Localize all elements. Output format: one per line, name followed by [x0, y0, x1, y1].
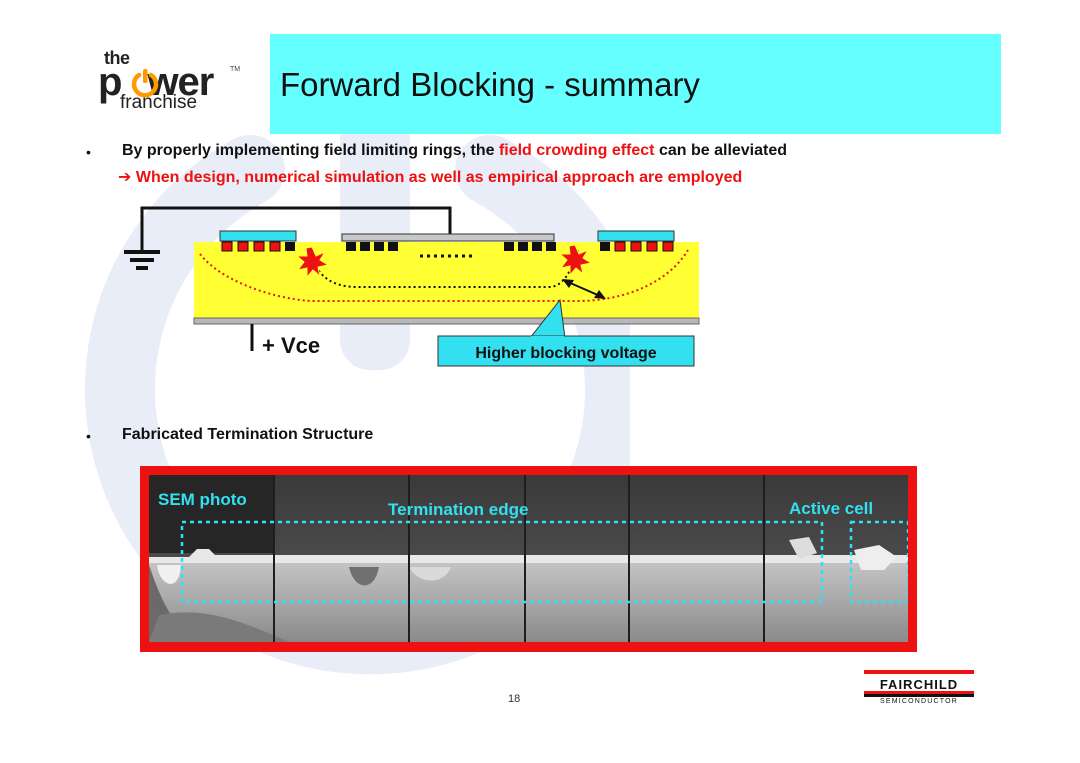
callout-label: Higher blocking voltage	[475, 345, 656, 362]
fairchild-black-bar	[864, 694, 974, 697]
bullet-highlight: field crowding effect	[498, 142, 655, 159]
depletion-edge-red	[199, 249, 689, 302]
fairchild-red-bar	[864, 670, 974, 674]
logo-franchise: franchise	[120, 92, 198, 113]
ground-wire	[140, 206, 452, 252]
active-cell-label: Active cell	[789, 499, 874, 518]
bullet-fabricated-termination: Fabricated Termination Structure	[122, 426, 374, 443]
bullet-marker: •	[86, 144, 91, 160]
fairchild-logo: FAIRCHILD SEMICONDUCTOR	[864, 670, 974, 710]
collector-metal	[193, 317, 700, 325]
bullet-text-post: can be alleviated	[654, 142, 788, 159]
logo-trademark: TM	[230, 66, 241, 73]
vce-label: + Vce	[262, 333, 320, 358]
ground-icon	[124, 250, 160, 270]
slide-title: Forward Blocking - summary	[280, 66, 700, 103]
depletion-edge-black	[307, 247, 579, 288]
bullet-text-pre: By properly implementing field limiting …	[122, 142, 499, 159]
fairchild-sub: SEMICONDUCTOR	[879, 698, 959, 705]
sem-photo-image	[149, 475, 908, 642]
field-crowding-burst-left-icon	[295, 246, 330, 279]
power-icon	[131, 69, 159, 98]
sub-bullet-design-approach: ➔ When design, numerical simulation as w…	[118, 169, 743, 186]
page-number: 18	[508, 693, 521, 705]
logo-the: the	[104, 48, 130, 68]
right-field-rings	[600, 241, 674, 252]
double-arrow-icon	[562, 279, 606, 299]
sem-photo-label: SEM photo	[158, 490, 247, 509]
right-pad	[597, 230, 675, 242]
fairchild-red-bar-lower	[864, 691, 974, 694]
left-pad	[219, 230, 297, 242]
field-crowding-burst-right-icon	[558, 244, 593, 277]
active-cells	[346, 242, 556, 251]
callout-box	[437, 335, 695, 367]
left-field-rings	[221, 241, 295, 252]
device-cross-section-diagram: + Vce Higher blocking voltage	[124, 206, 700, 367]
termination-edge-label: Termination edge	[388, 500, 529, 519]
sem-photo-frame: SEM photo Termination edge Active cell	[140, 466, 917, 652]
emitter-metal	[341, 233, 555, 242]
bullet-marker: •	[86, 428, 91, 444]
bullet-field-limiting-rings: By properly implementing field limiting …	[122, 142, 787, 160]
title-bar: Forward Blocking - summary	[270, 34, 1001, 134]
fairchild-name: FAIRCHILD	[879, 677, 959, 692]
device-body	[194, 242, 699, 318]
